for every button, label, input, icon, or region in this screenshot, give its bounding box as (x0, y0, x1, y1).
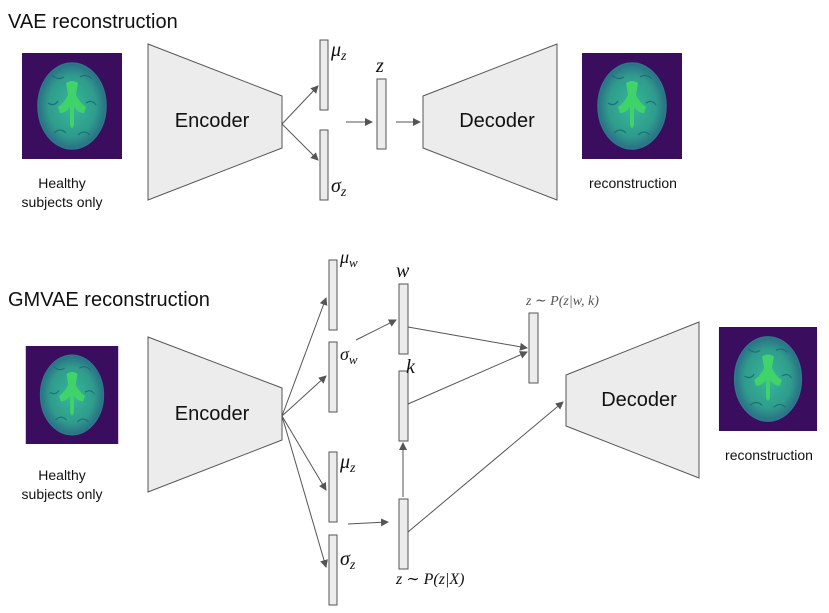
gmvae-z-top-formula: z ∼ P(z|w, k) (525, 294, 599, 309)
gmvae-arrow-to-sigma-z (281, 415, 328, 568)
gmvae-z-top-vector (528, 312, 539, 384)
vae-arrow-to-sigma (281, 123, 319, 161)
gmvae-arrow-w-to-z-top (407, 326, 528, 351)
vae-sigma-z-label: σz (331, 175, 347, 200)
vae-z-label: z (375, 55, 384, 77)
gmvae-z-sample-vector (398, 498, 409, 570)
gmvae-input-brain-image (25, 346, 119, 444)
gmvae-arrow-z-to-decoder (407, 401, 564, 533)
gmvae-arrow-to-z-sample (347, 518, 389, 527)
gmvae-arrow-to-mu-z (281, 415, 327, 491)
vae-encoder-block (147, 43, 283, 201)
vae-title: VAE reconstruction (8, 11, 178, 33)
vae-z-vector (376, 78, 387, 150)
gmvae-title: GMVAE reconstruction (8, 289, 210, 311)
gmvae-encoder-label: Encoder (175, 403, 250, 425)
vae-arrow-to-mu (281, 85, 319, 125)
gmvae-mu-w-label: μw (339, 247, 358, 270)
gmvae-arrow-to-mu-w (281, 297, 328, 417)
gmvae-mu-z-label: μz (339, 451, 356, 476)
vae-output-caption: reconstruction (589, 175, 677, 191)
gmvae-mu-w-vector (328, 259, 338, 331)
gmvae-sigma-z-vector (328, 534, 338, 606)
vae-mu-z-label: μz (330, 39, 347, 64)
gmvae-sigma-w-vector (328, 341, 338, 413)
gmvae-decoder-label: Decoder (601, 389, 677, 411)
gmvae-w-vector (398, 283, 409, 355)
gmvae-arrow-k-to-z-top (407, 351, 528, 405)
gmvae-arrow-to-sigma-w (281, 375, 327, 417)
gmvae-k-vector (398, 370, 409, 442)
gmvae-w-label: w (396, 260, 410, 282)
vae-input-brain-image (22, 53, 122, 159)
gmvae-z-bottom-formula: z ∼ P(z|X) (395, 571, 464, 588)
gmvae-input-caption-line2: subjects only (22, 486, 103, 502)
gmvae-k-label: k (406, 356, 416, 378)
vae-encoder-label: Encoder (175, 110, 250, 132)
vae-input-caption-line2: subjects only (22, 194, 103, 210)
gmvae-mu-z-vector (328, 451, 338, 523)
gmvae-sigma-z-label: σz (340, 548, 356, 573)
gmvae-output-caption: reconstruction (725, 447, 813, 463)
gmvae-arrow-to-w (355, 319, 397, 341)
vae-sigma-z-vector (319, 129, 329, 201)
vae-input-caption-line1: Healthy (38, 175, 85, 191)
gmvae-output-brain-image (718, 327, 818, 431)
vae-decoder-label: Decoder (459, 110, 535, 132)
vae-output-brain-image (581, 53, 683, 159)
gmvae-encoder-block (147, 336, 283, 493)
gmvae-decoder-block (565, 321, 700, 479)
gmvae-sigma-w-label: σw (340, 344, 358, 367)
gmvae-input-caption-line1: Healthy (38, 467, 85, 483)
vae-decoder-block (422, 43, 558, 201)
vae-mu-z-vector (319, 39, 329, 111)
